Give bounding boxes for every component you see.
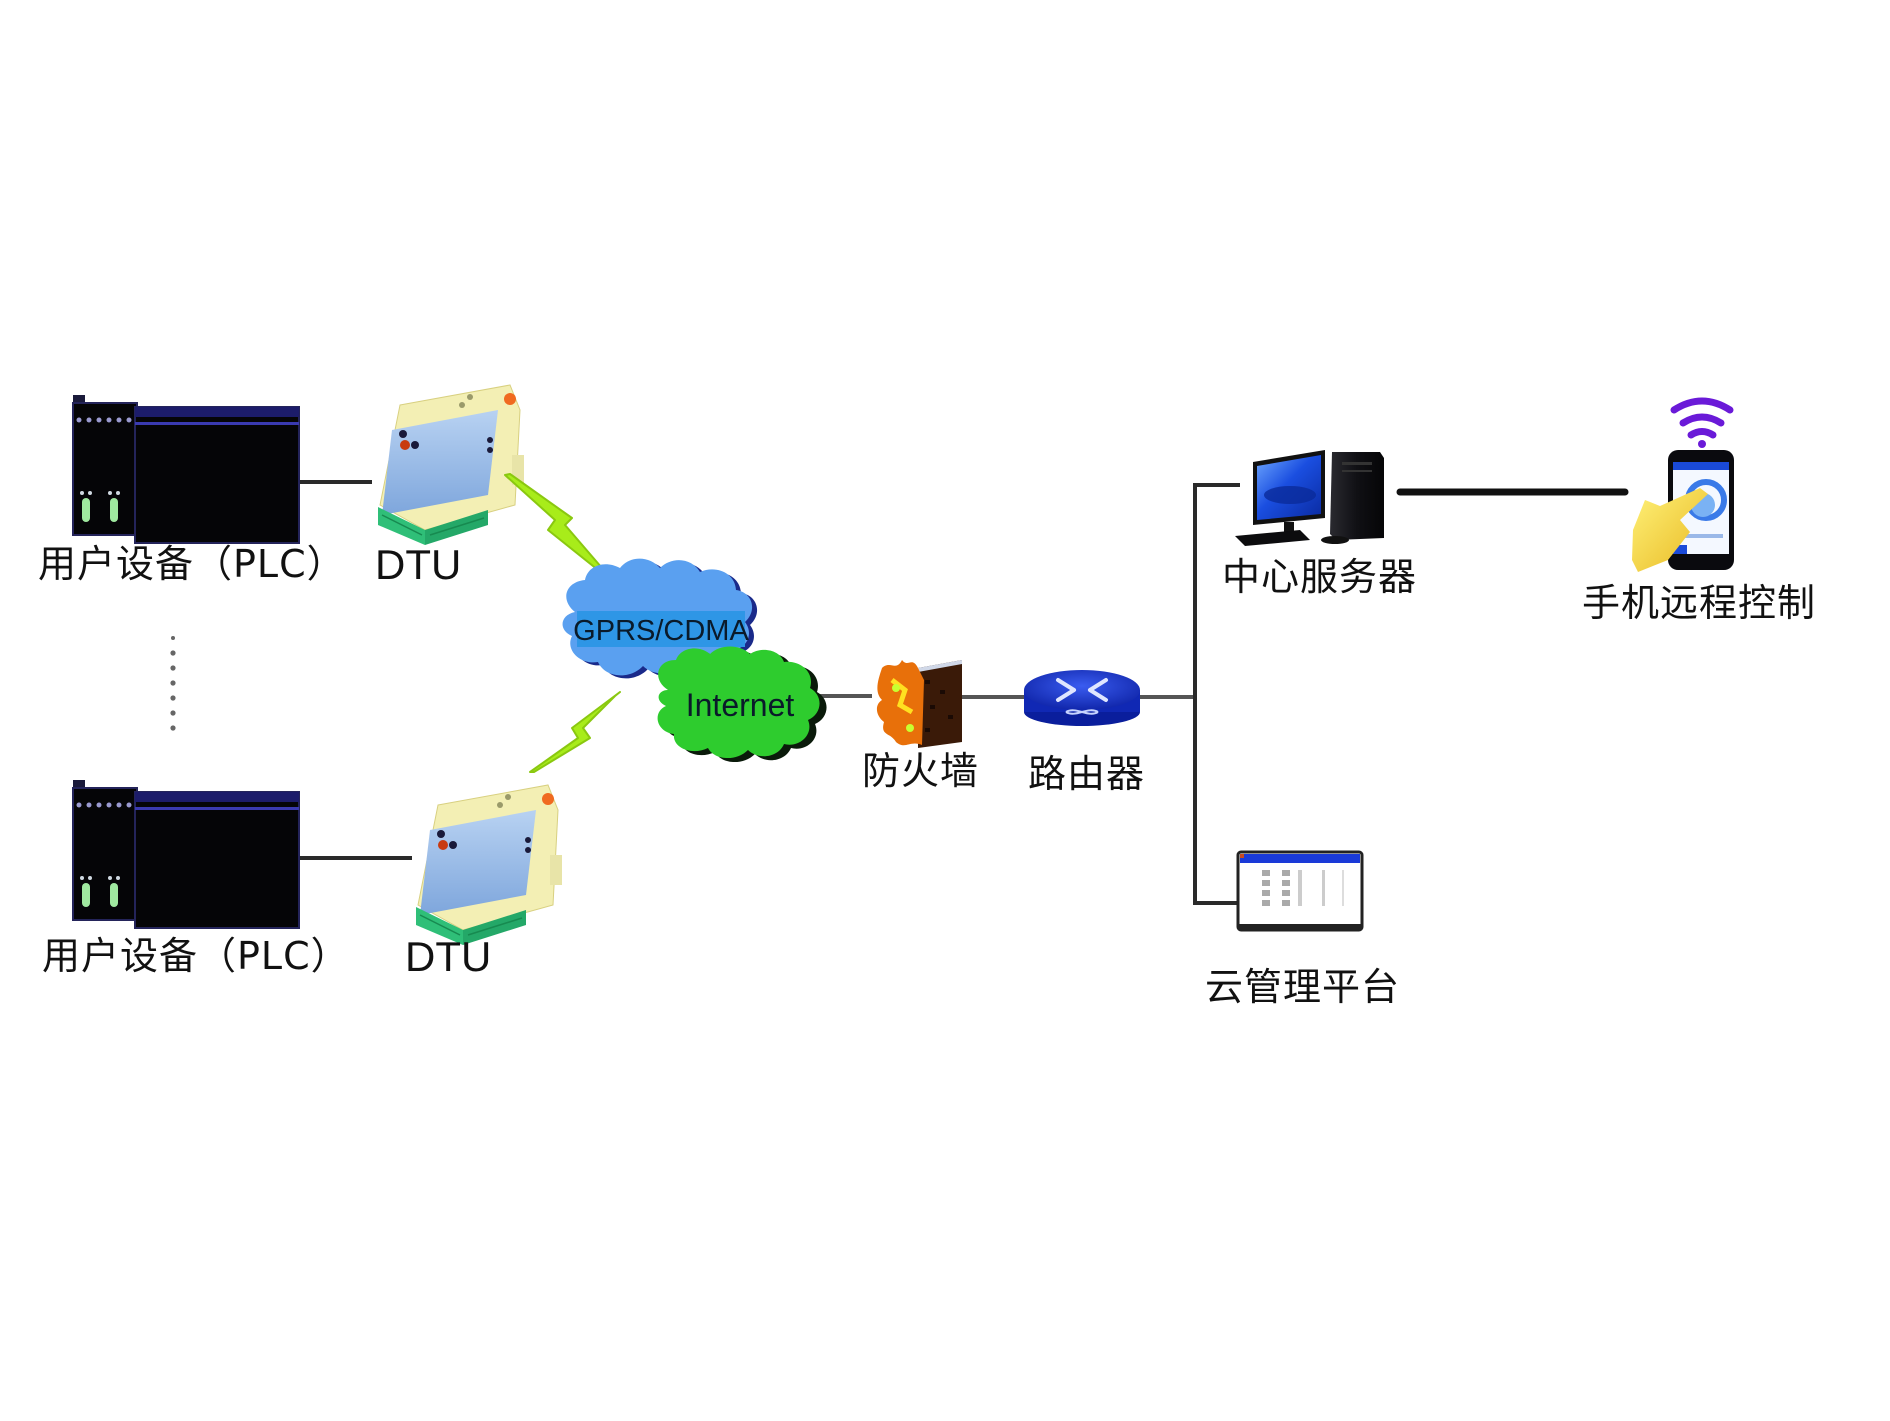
router-label: 路由器 [1028, 752, 1146, 796]
dtu-icon [416, 784, 562, 945]
dtu-icon [378, 384, 524, 545]
plc-bottom-label: 用户设备（PLC） [42, 934, 350, 978]
app-window-icon [1236, 850, 1364, 932]
plc-top-label: 用户设备（PLC） [38, 542, 346, 586]
connection-lines [298, 480, 1629, 905]
wifi-icon [1670, 397, 1734, 448]
computer-icon [1235, 450, 1384, 546]
plc-icon [72, 395, 300, 544]
trunk-line [1193, 483, 1240, 905]
ellipsis-dots [170, 636, 176, 731]
internet-cloud-icon: Internet [657, 646, 827, 763]
firewall-label: 防火墙 [862, 749, 980, 793]
smartphone-icon [1668, 450, 1734, 570]
firewall-icon [876, 660, 962, 748]
dtu-top-label: DTU [375, 541, 462, 588]
wireless-lightning-icon [504, 473, 603, 571]
router-icon [1024, 670, 1140, 726]
hand-pointer-icon [1632, 488, 1708, 572]
dtu-bottom-label: DTU [405, 933, 492, 980]
mobile-control-label: 手机远程控制 [1582, 581, 1817, 625]
plc-icon [72, 780, 300, 929]
wireless-lightning-icon [529, 691, 621, 773]
cloud-platform-label: 云管理平台 [1205, 965, 1401, 1009]
gprs-cdma-cloud-icon: GPRS/CDMA [562, 558, 758, 679]
server-label: 中心服务器 [1222, 555, 1418, 599]
gprs-cdma-label: GPRS/CDMA [573, 615, 749, 647]
internet-label: Internet [686, 687, 795, 723]
